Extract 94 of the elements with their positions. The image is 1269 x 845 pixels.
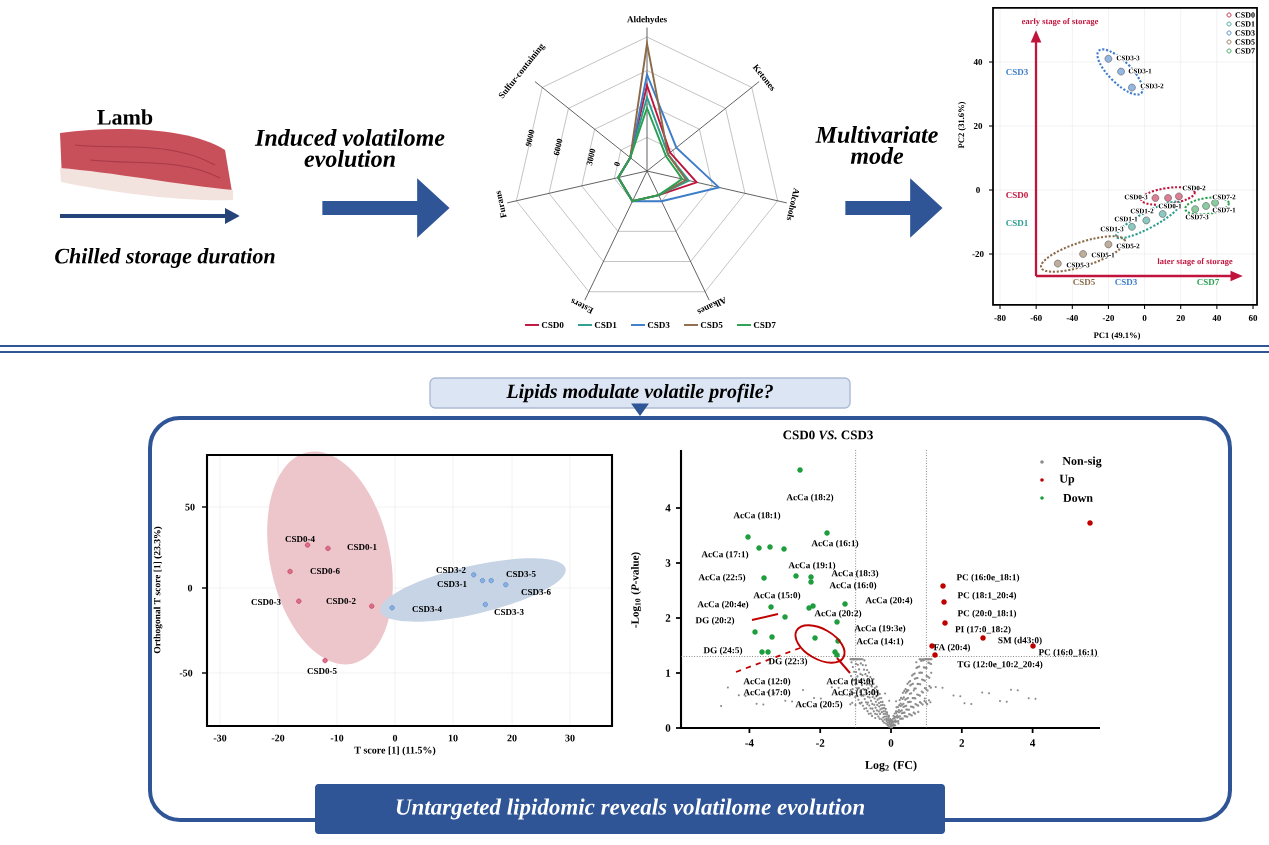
point-label: DG (24:5) <box>703 646 743 656</box>
tick-label: -20 <box>972 250 984 257</box>
label-text: Chilled storage duration <box>55 248 275 268</box>
legend-label: CSD5 <box>700 321 723 328</box>
group-label: CSD0 <box>1006 191 1028 198</box>
point-label: CSD0-1 <box>347 543 377 550</box>
tick-label: -80 <box>994 314 1006 321</box>
legend-label: Non-sig <box>1062 456 1102 468</box>
point-label: PC (20:0_18:1) <box>957 609 1017 619</box>
point-label: CSD3-6 <box>521 589 551 595</box>
tick-label: 0 <box>976 186 980 193</box>
point-label: AcCa (16:0) <box>829 581 877 591</box>
edge-label: Induced volatilome evolution <box>254 129 445 167</box>
point-label: SM (d43:0) <box>998 636 1042 646</box>
point-label: CSD3-1 <box>437 580 467 587</box>
tick-label: 40 <box>1212 314 1222 321</box>
point-label: AcCa (18:3) <box>831 569 879 579</box>
point-label: CSD0-3 <box>251 598 281 605</box>
arrow <box>631 403 649 416</box>
point-label: CSD3-4 <box>412 606 442 612</box>
question-box: Lipids modulate volatile profile? <box>429 377 851 409</box>
point-label: AcCa (14:1) <box>856 637 904 647</box>
point-label: AcCa (20:4e) <box>697 600 749 610</box>
tick-label: 40 <box>973 58 983 65</box>
point-label: DG (20:2) <box>695 616 735 626</box>
point-label: TG (12:0e_10:2_20:4) <box>957 660 1043 670</box>
volcano-plot-drawing <box>675 449 1101 734</box>
tick-label: -50 <box>179 669 193 677</box>
tick-label: 3000 <box>586 148 596 166</box>
legend-label: CSD7 <box>753 321 776 328</box>
point-label: AcCa (19:3e) <box>854 624 906 634</box>
group-label: CSD7 <box>1197 278 1220 285</box>
point-label: AcCa (15:0) <box>753 591 801 601</box>
axis-title: -Log$_{10}$ (P-value) <box>631 552 642 628</box>
tick-label: 0 <box>392 734 398 742</box>
point-label: CSD0-6 <box>310 567 340 574</box>
group-label: CSD5 <box>1073 278 1095 285</box>
point-label: AcCa (16:1) <box>811 539 859 549</box>
point-label: CSD0-2 <box>326 597 356 604</box>
scatter-plot-drawing <box>988 7 1258 310</box>
axis-label: Furans <box>496 190 507 219</box>
point-label: CSD0-5 <box>307 667 337 674</box>
point-label: PC (16:0e_18:1) <box>956 573 1020 583</box>
title-banner: Untargeted lipidomic reveals volatilome evolution <box>315 784 945 834</box>
point-label: AcCa (17:0) <box>743 688 791 698</box>
legend-label: Up <box>1059 474 1075 486</box>
point-label: AcCa (18:1) <box>733 511 781 521</box>
point-label: AcCa (20:5) <box>795 700 843 710</box>
point-label: AcCa (22:5) <box>698 573 746 583</box>
point-label: PI (17:0_18:2) <box>955 625 1011 635</box>
tick-label: 0 <box>1142 314 1147 321</box>
axis-title: PC2 (31.6%) <box>958 102 966 149</box>
scatter-plot-drawing <box>201 451 614 728</box>
point-label: AcCa (20:2) <box>814 609 862 619</box>
tick-label: 20 <box>973 122 983 129</box>
tick-label: 60 <box>1248 314 1258 321</box>
point-label: AcCa (17:1) <box>701 550 749 560</box>
group-label: CSD1 <box>1006 219 1028 226</box>
chart-title: CSD0 VS. CSD3 <box>783 430 873 440</box>
point-label: PC (16:0_16:1) <box>1038 648 1098 658</box>
point-label: AcCa (14:0) <box>826 677 874 687</box>
legend-label: CSD3 <box>647 321 670 328</box>
axis-note: early stage of storage <box>1021 18 1099 26</box>
tick-label: 50 <box>185 503 195 511</box>
tick-label: -60 <box>1030 314 1042 321</box>
axis-note: later stage of storage <box>1157 258 1233 266</box>
point-label: AcCa (12:0) <box>743 677 791 687</box>
legend-label: CSD1 <box>594 321 617 328</box>
title-text: Lamb <box>97 109 153 125</box>
point-label: CSD3-5 <box>506 571 536 577</box>
point-label: CSD3-2 <box>436 566 466 573</box>
point-label: PC (18:1_20:4) <box>957 591 1017 601</box>
tick-label: 6000 <box>553 138 563 156</box>
axis-title: Orthogonal T score [1] (23.3%) <box>153 526 163 654</box>
point-label: DG (22:3) <box>768 657 808 667</box>
point-label: AcCa (20:4) <box>865 596 913 606</box>
point-label: AcCa (13:0) <box>831 688 879 698</box>
tick-label: 9000 <box>525 129 535 147</box>
tick-label: 0 <box>614 162 620 166</box>
group-label: CSD3 <box>1006 68 1028 75</box>
point-label: AcCa (19:1) <box>788 561 836 571</box>
tick-label: -40 <box>1066 314 1078 321</box>
edge-label: Multivariate mode <box>815 126 938 164</box>
axis-label: Aldehydes <box>627 15 667 25</box>
legend-label: CSD0 <box>541 321 564 328</box>
legend-label: Down <box>1063 494 1093 502</box>
tick-label: 0 <box>187 584 193 592</box>
group-label: CSD3 <box>1115 278 1137 285</box>
tick-label: -20 <box>1102 314 1115 321</box>
point-label: AcCa (18:2) <box>786 493 834 503</box>
point-label: CSD3-3 <box>494 609 524 615</box>
point-label: CSD0-4 <box>285 535 315 542</box>
point-label: FA (20:4) <box>933 643 970 653</box>
tick-label: 20 <box>1176 314 1185 321</box>
